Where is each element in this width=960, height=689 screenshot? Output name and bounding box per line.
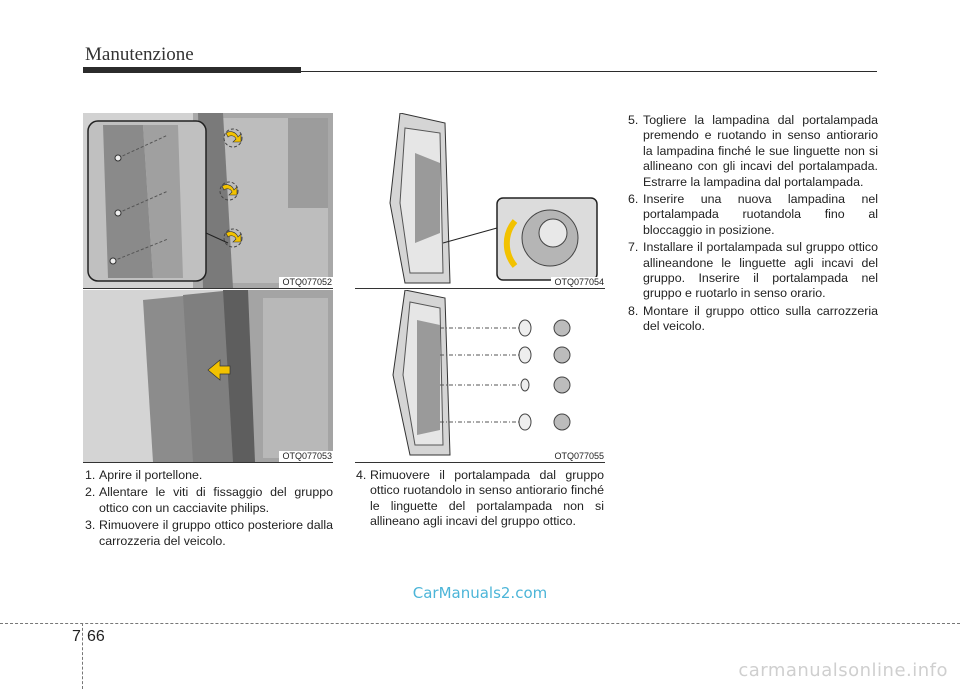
figure-label: OTQ077055 (551, 451, 605, 462)
step-text: Montare il gruppo ottico sulla carrozzer… (643, 303, 878, 334)
figure-screws-illustration: OTQ077052 (83, 113, 333, 288)
page-number: 66 (87, 628, 105, 645)
figure-label: OTQ077054 (551, 277, 605, 288)
footer-divider (82, 623, 83, 689)
instructions-column-3: 5. Togliere la lampadina dal portalampada… (628, 113, 878, 337)
step-number: 6. (628, 192, 639, 207)
footer-rule (0, 623, 960, 624)
figure-divider (83, 288, 333, 289)
figure-divider (355, 462, 605, 463)
figure-label: OTQ077053 (279, 451, 333, 462)
step-number: 2. (85, 485, 96, 500)
step-text: Inserire una nuova lampadina nel portala… (643, 192, 878, 237)
step-text: Rimuovere il gruppo ottico posteriore da… (99, 518, 333, 548)
step-text: Togliere la lampadina dal portalampada p… (643, 113, 878, 189)
figure-divider (355, 288, 605, 289)
step-item: 4.Rimuovere il portalampada dal gruppo o… (356, 468, 604, 530)
header-rule (301, 71, 877, 72)
chapter-number: 7 (72, 628, 81, 645)
step-item: 1.Aprire il portellone. (85, 468, 333, 483)
instructions-column-1: 1.Aprire il portellone. 2.Allentare le v… (85, 468, 333, 551)
figure-remove-lamp-illustration: OTQ077053 (83, 290, 333, 462)
step-number: 1. (85, 468, 96, 482)
step-text: Installare il portalampada sul gruppo ot… (643, 240, 878, 301)
step-number: 8. (628, 303, 639, 318)
step-text: Allentare le viti di fissaggio del grupp… (99, 485, 333, 515)
figure-divider (83, 462, 333, 463)
step-item: 8. Montare il gruppo ottico sulla carrozz… (628, 304, 878, 335)
step-item: 6. Inserire una nuova lampadina nel porta… (628, 192, 878, 238)
watermark-link[interactable]: CarManuals2.com (412, 584, 548, 602)
step-item: 7. Installare il portalampada sul gruppo … (628, 240, 878, 302)
step-item: 3.Rimuovere il gruppo ottico posteriore … (85, 518, 333, 549)
header-bar (83, 67, 301, 73)
page-title: Manutenzione (85, 44, 194, 65)
step-text: Rimuovere il portalampada dal gruppo ott… (370, 468, 604, 529)
step-item: 2.Allentare le viti di fissaggio del gru… (85, 485, 333, 516)
figure-socket-rotate-illustration: OTQ077054 (355, 113, 605, 288)
step-number: 7. (628, 240, 639, 255)
step-number: 3. (85, 518, 96, 533)
bottom-watermark: carmanualsonline.info (738, 660, 948, 681)
step-text: Aprire il portellone. (99, 468, 203, 482)
step-item: 5. Togliere la lampadina dal portalampada… (628, 113, 878, 190)
step-number: 5. (628, 113, 639, 127)
figure-bulbs-exploded-illustration: OTQ077055 (355, 290, 605, 462)
instructions-column-2: 4.Rimuovere il portalampada dal gruppo o… (356, 468, 604, 532)
step-number: 4. (356, 468, 367, 482)
figure-label: OTQ077052 (279, 277, 333, 288)
